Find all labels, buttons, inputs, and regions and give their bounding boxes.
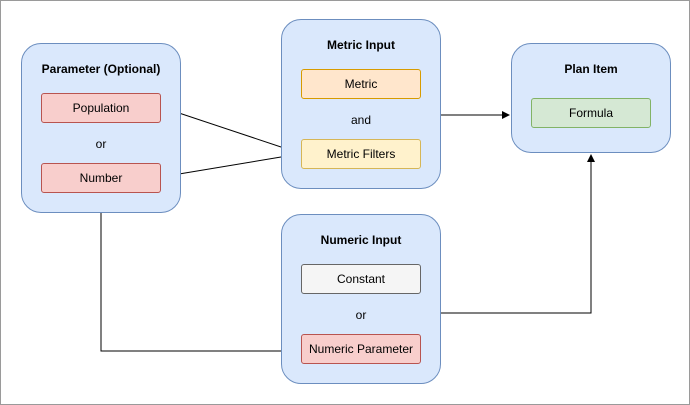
formula-node[interactable]: Formula [531, 98, 651, 128]
number-node[interactable]: Number [41, 163, 161, 193]
plan-item-group-title: Plan Item [564, 62, 618, 76]
numeric-input-group-title: Numeric Input [320, 233, 402, 247]
numeric-parameter-node[interactable]: Numeric Parameter [301, 334, 421, 364]
metric-input-group: Metric Input Metric and Metric Filters [281, 19, 441, 189]
metric-filters-node[interactable]: Metric Filters [301, 139, 421, 169]
edge-number-to-metric-filters [160, 151, 300, 178]
numeric-input-or-label: or [355, 308, 367, 322]
plan-item-group: Plan Item Formula [511, 43, 671, 153]
edge-number-to-numeric-parameter [100, 192, 300, 355]
edge-population-to-metric-filters [160, 106, 300, 155]
population-node[interactable]: Population [41, 93, 161, 123]
constant-node[interactable]: Constant [301, 264, 421, 294]
numeric-input-group: Numeric Input Constant or Numeric Parame… [281, 214, 441, 384]
parameter-group-title: Parameter (Optional) [41, 62, 161, 76]
parameter-or-label: or [95, 137, 107, 151]
metric-input-group-title: Metric Input [327, 38, 395, 52]
metric-input-and-label: and [350, 113, 372, 127]
edge-numeric-input-to-plan-item [441, 154, 595, 314]
metric-node[interactable]: Metric [301, 69, 421, 99]
parameter-group: Parameter (Optional) Population or Numbe… [21, 43, 181, 213]
